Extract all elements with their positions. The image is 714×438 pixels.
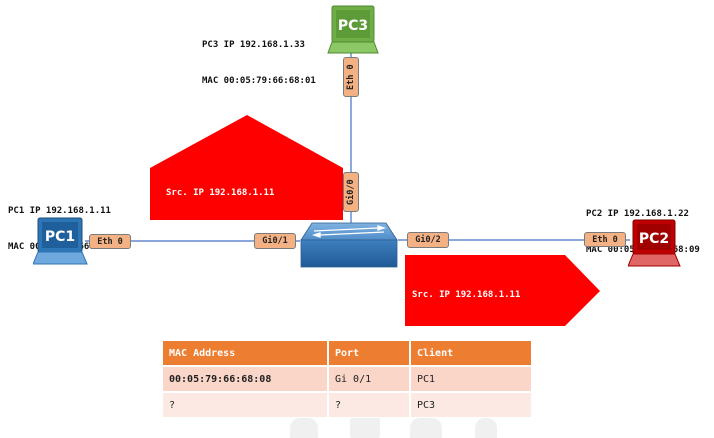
header-mac-address: MAC Address [163,341,329,365]
pc1-eth-port[interactable]: Eth 0 [89,234,131,249]
watermark-shape [475,418,497,438]
pc1-ip: PC1 IP 192.168.1.11 [8,206,111,216]
packet-broadcast-text: Src. IP 192.168.1.11 Dst. IP 192.168.1.3… [166,162,318,325]
switch-gi02-port[interactable]: Gi0/2 [407,232,449,248]
header-client: Client [411,341,531,365]
pc3-laptop-icon[interactable]: PC3 [327,5,379,55]
packet-broadcast-line: Dst. MAC : FF:FF:FF:FF:FF:FF [166,300,318,311]
table-row: ? ? PC3 [163,391,531,417]
pc3-mac: MAC 00:05:79:66:68:01 [202,76,316,86]
pc2-eth-port[interactable]: Eth 0 [584,232,626,247]
packet-broadcast-line: Src. IP 192.168.1.11 [166,188,275,198]
watermark-shape [290,418,318,438]
cell-mac: ? [163,391,329,417]
packet-broadcast-line: Src MAC : 00:05:79:66:68:08 [166,263,313,273]
pc2-ip: PC2 IP 192.168.1.22 [586,209,689,219]
packet-forward-line: Dst. IP 192.168.1.33 [412,327,521,338]
pc3-ip: PC3 IP 192.168.1.33 [202,40,305,50]
table-row: 00:05:79:66:68:08 Gi 0/1 PC1 [163,365,531,391]
pc2-laptop-icon[interactable]: PC2 [628,219,682,269]
packet-forward-shape [405,255,600,326]
pc1-label: PC1 [45,229,75,245]
header-port: Port [329,341,411,365]
packet-forward-line: Src. IP 192.168.1.11 [412,290,521,300]
cell-port: Gi 0/1 [329,365,411,391]
cell-client: PC1 [411,365,531,391]
mac-address-table: MAC Address Port Client 00:05:79:66:68:0… [163,341,531,417]
pc3-label: PC3 [338,18,368,34]
pc1-laptop-icon[interactable]: PC1 [33,217,89,267]
cell-port: ? [329,391,411,417]
switch-gi00-port[interactable]: Gi0/0 [343,172,359,212]
switch-icon[interactable] [300,222,398,268]
packet-broadcast-shape [150,115,343,220]
cell-client: PC3 [411,391,531,417]
watermark-shape [350,418,380,438]
watermark-shape [410,418,442,438]
switch-gi01-port[interactable]: Gi0/1 [254,233,296,249]
pc3-eth-port[interactable]: Eth 0 [343,57,359,97]
pc3-info: PC3 IP 192.168.1.33 MAC 00:05:79:66:68:0… [202,15,316,99]
packet-broadcast-line: Dst. IP 192.168.1.33 [166,225,275,236]
pc2-label: PC2 [639,231,669,247]
cell-mac: 00:05:79:66:68:08 [163,365,329,391]
